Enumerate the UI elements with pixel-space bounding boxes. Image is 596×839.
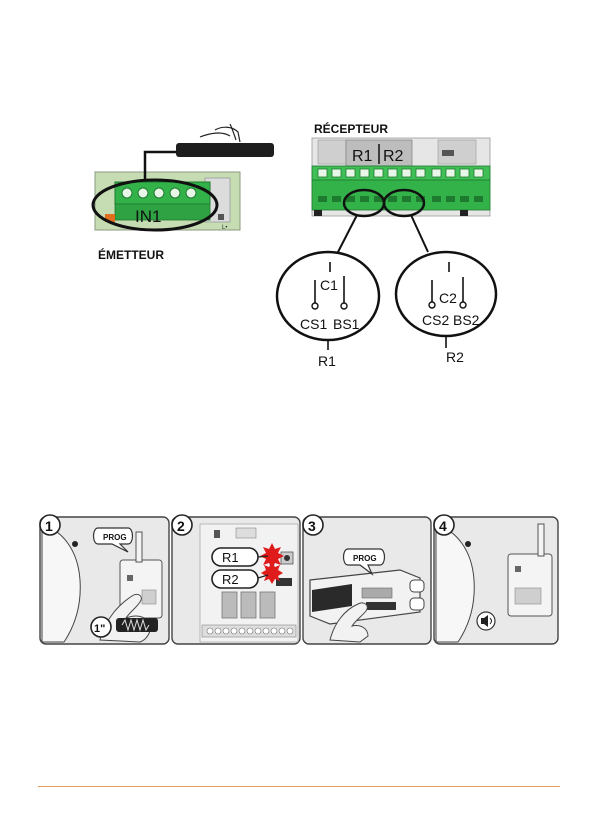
step-1-bubble-label: PROG: [103, 533, 127, 542]
relay2-common-label: C2: [439, 290, 457, 306]
steps-strip: PROG 1 1": [40, 515, 558, 644]
step-4-number: 4: [439, 518, 447, 534]
speaker-icon: [477, 612, 495, 630]
relay2-detail: C2 CS2 BS2: [396, 252, 496, 336]
relay1-common-label: C1: [320, 277, 338, 293]
relay1-name-label: R1: [318, 353, 336, 369]
svg-text:L•: L•: [222, 225, 227, 231]
transmitter-label: ÉMETTEUR: [98, 247, 164, 262]
relay1-left-label: CS1: [300, 316, 327, 332]
step-3-number: 3: [308, 518, 316, 534]
step-1-number: 1: [45, 518, 53, 534]
relay2-left-label: CS2: [422, 312, 449, 328]
step-4-panel: 4: [434, 515, 558, 644]
step-2-led-r1: R1: [222, 550, 239, 565]
relay1-right-label: BS1: [333, 316, 360, 332]
step-2-panel: R1 R2 2: [172, 515, 300, 644]
step-3-panel: PROG 3: [303, 515, 431, 644]
relay-top-label-r1: R1: [352, 148, 373, 165]
relay-top-label-r2: R2: [383, 148, 404, 165]
pointing-hand-icon: [200, 124, 240, 142]
remote-bar: [176, 143, 274, 157]
relay2-name-label: R2: [446, 349, 464, 365]
step-2-number: 2: [177, 518, 185, 534]
step-3-bubble-label: PROG: [353, 554, 377, 563]
relay1-connector: [338, 215, 357, 252]
step-1-panel: PROG 1 1": [40, 515, 169, 644]
receiver-label: RÉCEPTEUR: [314, 121, 388, 136]
step-2-led-r2: R2: [222, 572, 239, 587]
step-1-duration: 1": [94, 623, 105, 635]
relay2-right-label: BS2: [453, 312, 480, 328]
footer-rule: [38, 786, 560, 787]
input-label: IN1: [135, 207, 161, 226]
wiring-diagram: L• IN1 ÉMETTEUR: [93, 121, 496, 369]
relay2-connector: [411, 215, 428, 252]
relay1-detail: C1 CS1 BS1: [277, 252, 379, 340]
